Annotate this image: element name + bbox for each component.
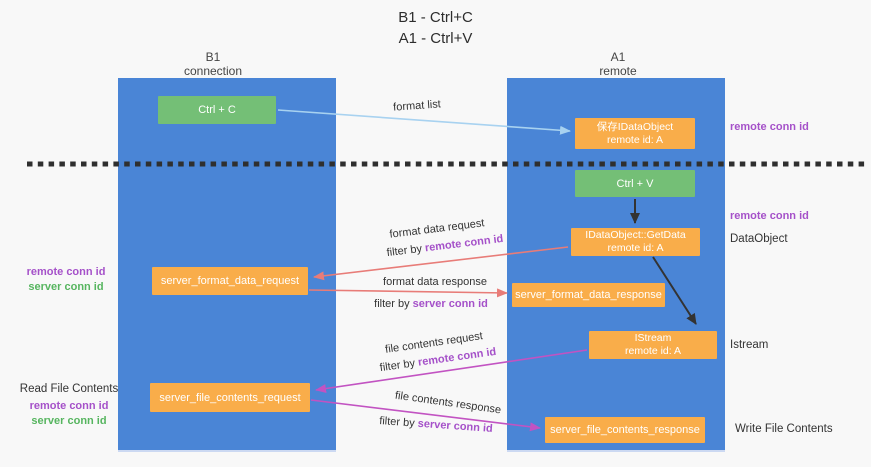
right-column-name: A1 [610,50,626,64]
title-line-1: B1 - Ctrl+C [398,9,473,26]
annotation-conn-ids-format: remote conn id server conn id [20,265,112,295]
node-server-format-data-response: server_format_data_response [512,283,665,307]
node-ctrl-c: Ctrl + C [158,96,276,124]
diagram-title: B1 - Ctrl+C A1 - Ctrl+V [0,7,871,49]
annotation-write-file-contents: Write File Contents [735,423,833,435]
left-column-name: B1 [205,50,221,64]
right-column-role: remote [599,64,637,78]
node-getdata-line2: remote id: A [607,242,664,254]
label-filter-by-server-conn-id-format: filter by server conn id [374,298,488,310]
node-getdata-line1: IDataObject::GetData [585,229,686,241]
label-file-contents-response: file contents response [394,389,502,417]
server-conn-id-text: server conn id [412,298,488,310]
filter-by-text: filter by [378,415,419,430]
annotation-read-file-contents-group: Read File Contents remote conn id server… [18,382,120,429]
annotation-server-conn-id-left: server conn id [28,281,104,293]
filter-by-text: filter by [374,298,413,310]
title-line-2: A1 - Ctrl+V [398,30,473,47]
left-column-header: B1 connection [153,50,273,78]
node-istream-line1: IStream [634,332,672,344]
right-column-header: A1 remote [558,50,678,78]
node-server-format-data-request-label: server_format_data_request [160,275,300,287]
node-saved-dataobject: 保存IDataObject remote id: A [575,118,695,149]
annotation-dataobject: DataObject [730,233,788,245]
filter-by-text: filter by [379,356,419,375]
node-getdata: IDataObject::GetData remote id: A [571,228,700,256]
label-filter-by-server-conn-id-file: filter by server conn id [379,415,493,435]
annotation-remote-conn-id-mid: remote conn id [730,210,809,222]
format-data-response-arrow [308,288,508,298]
annotation-read-file-contents: Read File Contents [19,383,119,395]
annotation-remote-conn-id-top: remote conn id [730,121,809,133]
node-ctrl-v-label: Ctrl + V [616,177,654,190]
node-server-file-contents-request-label: server_file_contents_request [159,391,301,404]
node-istream: IStream remote id: A [589,331,717,359]
node-ctrl-v: Ctrl + V [575,170,695,197]
node-saved-dataobject-line2: remote id: A [606,133,664,146]
annotation-remote-conn-id-left2: remote conn id [29,400,109,412]
annotation-server-conn-id-left2: server conn id [31,415,107,427]
annotation-remote-conn-id-left: remote conn id [26,266,106,278]
label-format-list: format list [392,98,442,114]
label-format-data-response: format data response [383,276,487,288]
node-ctrl-c-label: Ctrl + C [198,104,236,116]
node-server-file-contents-response: server_file_contents_response [545,417,705,443]
node-server-file-contents-request: server_file_contents_request [150,383,310,412]
node-server-format-data-response-label: server_format_data_response [515,289,662,301]
node-server-file-contents-response-label: server_file_contents_response [550,424,700,436]
remote-conn-id-text: remote conn id [424,232,504,255]
filter-by-text: filter by [386,242,426,260]
node-istream-line2: remote id: A [624,345,682,357]
node-saved-dataobject-line1: 保存IDataObject [596,120,674,133]
server-conn-id-text: server conn id [417,417,494,435]
left-column-role: connection [183,64,243,78]
node-server-format-data-request: server_format_data_request [152,267,308,295]
annotation-istream: Istream [730,339,769,351]
